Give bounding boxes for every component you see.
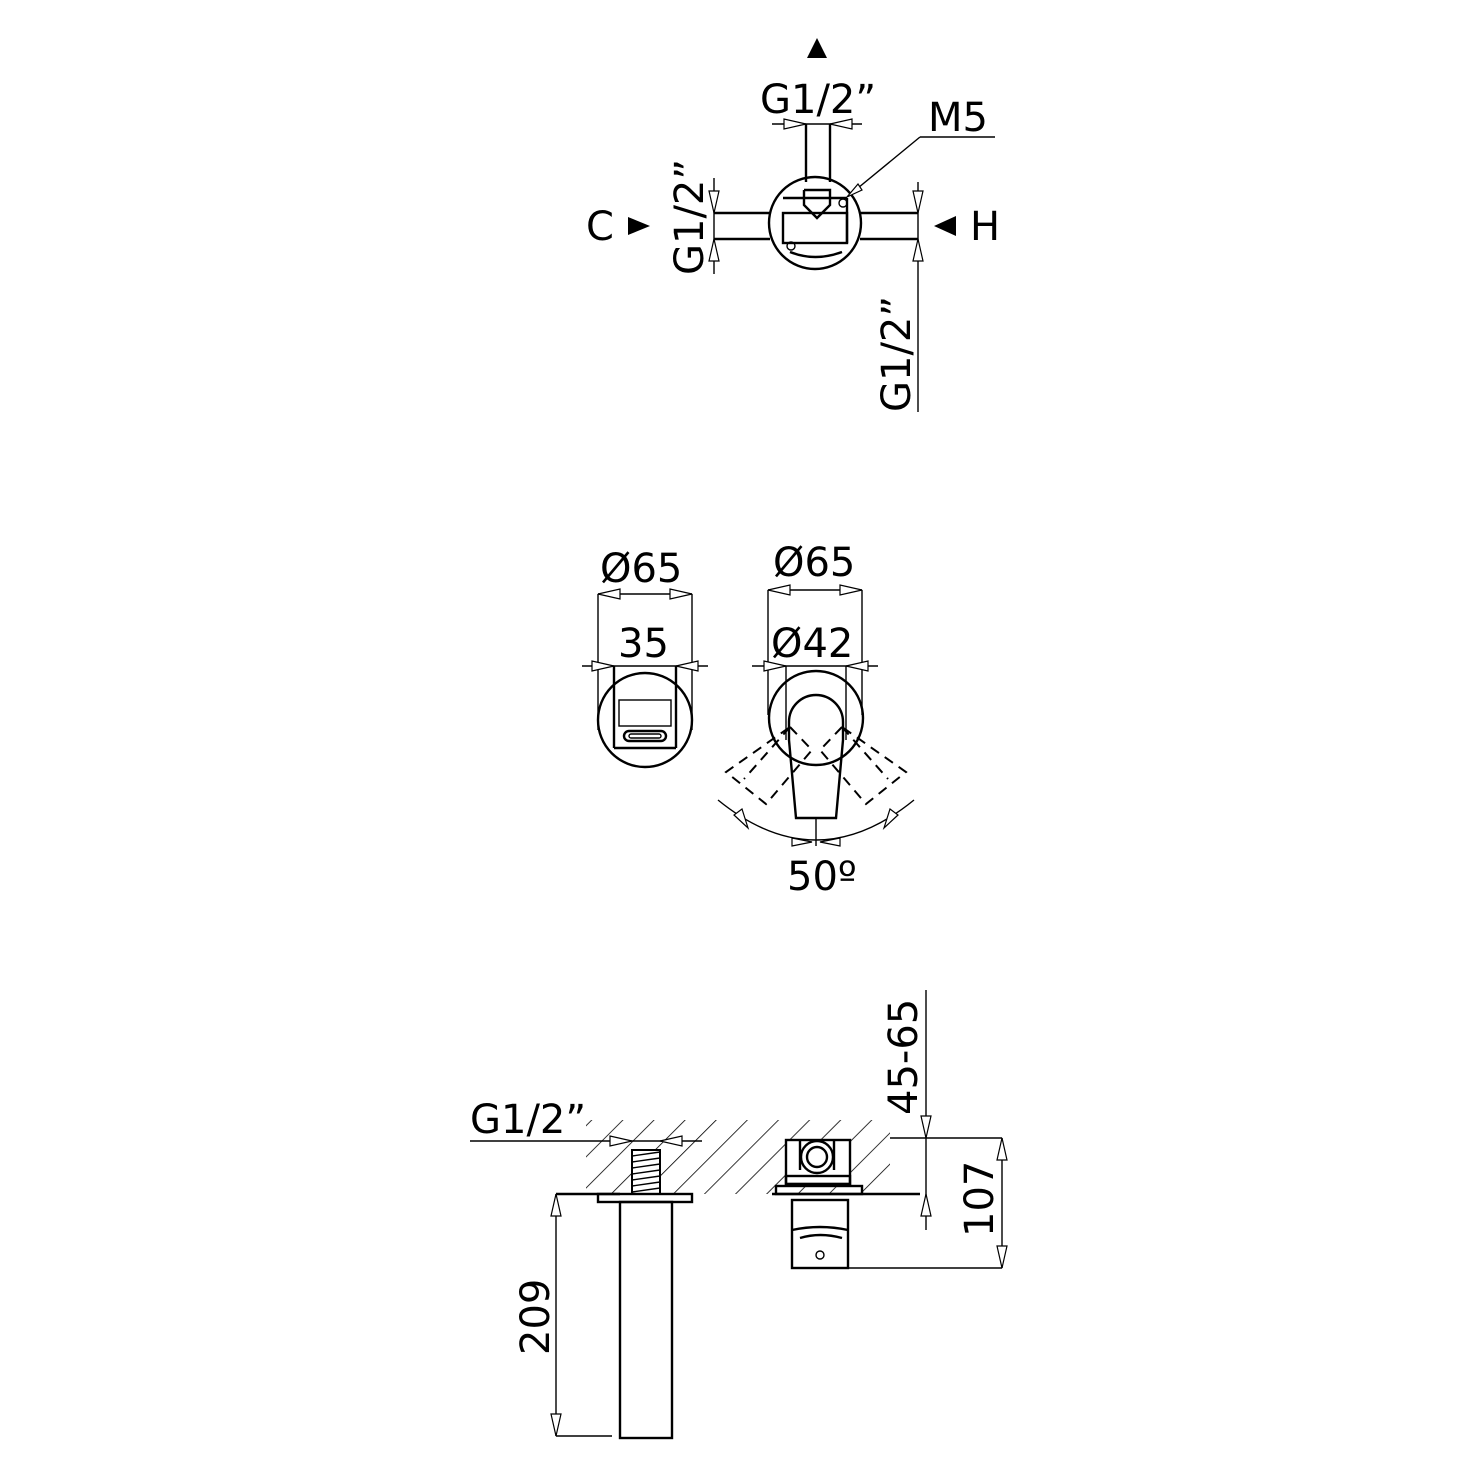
hot-inlet-label: H — [970, 204, 1000, 250]
handle-rotation-label: 50º — [787, 854, 857, 900]
top-view: G1/2” M5 — [586, 38, 1000, 412]
spout-width-dimension — [582, 660, 708, 672]
side-view: G1/2” 209 — [470, 990, 1008, 1440]
spout-thread-label: G1/2” — [470, 1097, 586, 1143]
outlet-direction-arrow-icon — [807, 38, 827, 58]
cold-thread-label: G1/2” — [667, 159, 713, 275]
cold-thread-dimension — [708, 178, 720, 274]
hot-inlet-arrow-icon — [934, 216, 956, 236]
mixer-height-dimension — [848, 1137, 1008, 1269]
mixer-valve-body — [784, 1138, 852, 1186]
spout-threaded-pipe — [631, 1149, 661, 1195]
spout-length-label: 209 — [513, 1279, 559, 1355]
spout-plate-diameter-label: Ø65 — [600, 546, 682, 592]
spout-width-label: 35 — [618, 621, 669, 667]
spout-length-dimension — [550, 1193, 612, 1437]
mixer-height-label: 107 — [957, 1161, 1003, 1237]
front-view: Ø65 35 Ø65 — [582, 540, 915, 900]
m5-leader — [846, 136, 995, 198]
mixer-plate-diameter-dimension — [767, 584, 863, 715]
mixer-plate-diameter-label: Ø65 — [773, 540, 855, 586]
wall-depth-dimension — [890, 990, 1002, 1230]
cold-inlet-arrow-icon — [628, 217, 650, 235]
spout-thread-dimension — [470, 1135, 702, 1147]
hot-thread-label: G1/2” — [874, 296, 920, 412]
outlet-thread-dimension — [772, 118, 862, 130]
mixer-wall-plate — [774, 1184, 864, 1196]
mixer-body-diameter-label: Ø42 — [771, 621, 853, 667]
rotation-arc — [717, 799, 915, 847]
mixer-handle-side — [790, 1198, 850, 1270]
cold-inlet-label: C — [586, 204, 614, 250]
hot-thread-dimension — [912, 182, 924, 412]
cartridge-block — [781, 188, 849, 259]
spout-body — [618, 1200, 674, 1440]
handle-rotated-right — [818, 725, 908, 806]
wall-depth-label: 45-65 — [881, 999, 927, 1115]
m5-screw-label: M5 — [928, 95, 988, 141]
handle-rotated-left — [724, 725, 814, 806]
mixer-body-diameter-dimension — [752, 660, 878, 740]
mixer-handle — [787, 693, 845, 820]
spout-outlet — [612, 666, 678, 750]
outlet-thread-label: G1/2” — [760, 77, 876, 123]
valve-body-circle — [767, 175, 863, 271]
spout-plate-circle — [596, 671, 694, 769]
mixer-plate-circle — [767, 669, 865, 767]
